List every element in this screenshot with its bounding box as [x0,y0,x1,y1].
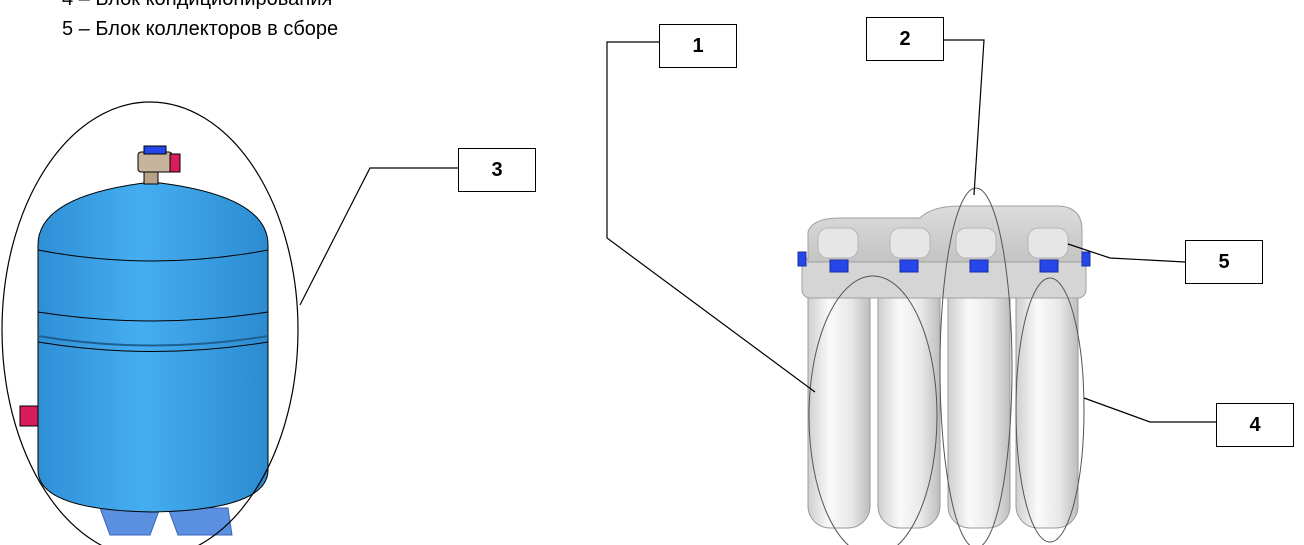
tank-mid-seam [37,335,269,347]
storage-tank [1,101,299,545]
leader-line-3 [299,167,458,306]
callout-box-1: 1 [659,24,737,68]
housing-top-cover [807,205,1083,263]
tank-highlight-ellipse [1,101,299,545]
filter-cylinder-2 [877,269,941,529]
filter-cylinder-4 [1015,269,1079,529]
tank-side-fitting [19,405,39,427]
tank-upper-band [37,311,269,322]
callout-label-2: 2 [899,27,911,50]
highlight-ellipse-2 [939,187,1013,545]
tank-valve-red [169,153,181,173]
tank-mid-seam-2 [37,341,269,352]
callout-label-4: 4 [1249,413,1261,436]
blue-cap-right-edge [1081,251,1091,267]
leader-line-2 [944,39,985,196]
tank-stand-right [167,507,233,536]
leader-line-4 [1083,397,1218,423]
legend-item-4: 4 – Блок кондиционирования [62,0,338,14]
callout-box-2: 2 [866,17,944,61]
highlight-ellipse-4 [1015,277,1085,543]
callout-box-5: 5 [1185,240,1263,284]
blue-cap-left-edge [797,251,807,267]
head-bump-3 [955,227,997,259]
filter-cylinder-3 [947,269,1011,529]
blue-cap-4 [1039,259,1059,273]
head-bump-2 [889,227,931,259]
leader-line-1 [606,41,816,393]
tank-body [37,181,269,513]
blue-cap-1 [829,259,849,273]
filter-cylinder-1 [807,269,871,529]
callout-label-5: 5 [1218,250,1230,273]
tank-valve-body [137,151,173,173]
callout-label-3: 3 [491,158,503,181]
callout-box-4: 4 [1216,403,1294,447]
head-bump-1 [817,227,859,259]
legend: 4 – Блок кондиционирования 5 – Блок колл… [62,0,338,44]
blue-cap-2 [899,259,919,273]
leader-line-5 [1067,243,1186,263]
callout-label-1: 1 [692,34,704,57]
highlight-ellipse-1 [808,275,938,545]
tank-top-seam [37,249,269,262]
head-bump-4 [1027,227,1069,259]
tank-valve-blue [143,145,167,155]
blue-cap-3 [969,259,989,273]
legend-item-5: 5 – Блок коллекторов в сборе [62,18,339,40]
ro-filter-unit [797,187,1091,545]
callout-box-3: 3 [458,148,536,192]
